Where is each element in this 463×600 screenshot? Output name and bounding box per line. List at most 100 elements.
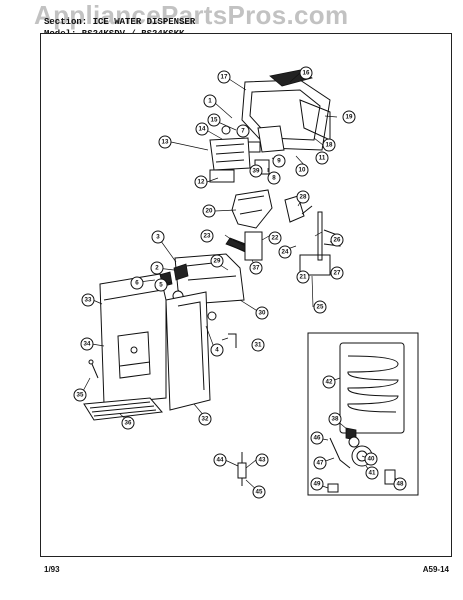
callout-39: 39: [249, 164, 263, 178]
callout-4: 4: [210, 343, 224, 357]
svg-text:31: 31: [255, 342, 262, 349]
svg-text:36: 36: [125, 420, 132, 427]
svg-text:47: 47: [317, 460, 324, 467]
svg-text:39: 39: [253, 168, 260, 175]
bracket-assembly-left: [209, 125, 251, 183]
svg-text:3: 3: [156, 234, 160, 241]
callout-43: 43: [255, 453, 269, 467]
callout-3: 3: [151, 230, 165, 244]
svg-text:28: 28: [300, 194, 307, 201]
callout-25: 25: [313, 300, 327, 314]
svg-text:15: 15: [211, 117, 218, 124]
door-actuator-parts: [225, 211, 341, 276]
svg-text:46: 46: [314, 435, 321, 442]
svg-text:49: 49: [314, 481, 321, 488]
svg-text:14: 14: [199, 126, 206, 133]
svg-text:22: 22: [272, 235, 279, 242]
callout-49: 49: [310, 477, 324, 491]
callout-23: 23: [200, 229, 214, 243]
callout-42: 42: [322, 375, 336, 389]
svg-text:38: 38: [332, 416, 339, 423]
svg-text:2: 2: [155, 265, 159, 272]
svg-text:34: 34: [84, 341, 91, 348]
dispenser-front-panel: [99, 273, 167, 405]
svg-text:27: 27: [334, 270, 341, 277]
screw-assembly-43-45: [237, 452, 247, 486]
chute-assembly: [231, 189, 313, 229]
svg-text:4: 4: [215, 347, 219, 354]
svg-text:40: 40: [368, 456, 375, 463]
callout-45: 45: [252, 485, 266, 499]
callout-37: 37: [249, 261, 263, 275]
callout-20: 20: [202, 204, 216, 218]
callout-19: 19: [342, 110, 356, 124]
callout-35: 35: [73, 388, 87, 402]
callout-34: 34: [80, 337, 94, 351]
callout-41: 41: [365, 466, 379, 480]
drip-tray: [83, 397, 163, 421]
callout-27: 27: [330, 266, 344, 280]
callout-16: 16: [299, 66, 313, 80]
svg-text:23: 23: [204, 233, 211, 240]
svg-text:6: 6: [135, 280, 139, 287]
callout-22: 22: [268, 231, 282, 245]
callout-26: 26: [330, 233, 344, 247]
svg-text:43: 43: [259, 457, 266, 464]
svg-text:9: 9: [277, 158, 281, 165]
callout-29: 29: [210, 254, 224, 268]
svg-text:26: 26: [334, 237, 341, 244]
callout-33: 33: [81, 293, 95, 307]
svg-text:16: 16: [303, 70, 310, 77]
svg-text:24: 24: [282, 249, 289, 256]
callout-38: 38: [328, 412, 342, 426]
callout-44: 44: [213, 453, 227, 467]
svg-text:21: 21: [300, 274, 307, 281]
callout-24: 24: [278, 245, 292, 259]
svg-text:12: 12: [198, 179, 205, 186]
revision-date: 1/93: [44, 565, 60, 574]
svg-text:13: 13: [162, 139, 169, 146]
svg-text:33: 33: [85, 297, 92, 304]
callout-21: 21: [296, 270, 310, 284]
callout-18: 18: [322, 138, 336, 152]
callout-9: 9: [272, 154, 286, 168]
callout-1: 1: [203, 94, 217, 108]
callout-7: 7: [236, 124, 250, 138]
callout-2: 2: [150, 261, 164, 275]
watermark: AppliancePartsPros.com: [34, 0, 349, 30]
svg-text:10: 10: [299, 167, 306, 174]
callout-40: 40: [364, 452, 378, 466]
callout-8: 8: [267, 171, 281, 185]
svg-text:30: 30: [259, 310, 266, 317]
svg-text:45: 45: [256, 489, 263, 496]
callout-12: 12: [194, 175, 208, 189]
svg-text:5: 5: [159, 282, 163, 289]
dispenser-housing: [165, 291, 211, 411]
callout-6: 6: [130, 276, 144, 290]
svg-text:18: 18: [326, 142, 333, 149]
callout-13: 13: [158, 135, 172, 149]
svg-text:42: 42: [326, 379, 333, 386]
callout-36: 36: [121, 416, 135, 430]
callout-46: 46: [310, 431, 324, 445]
svg-text:32: 32: [202, 416, 209, 423]
svg-text:25: 25: [317, 304, 324, 311]
callout-14: 14: [195, 122, 209, 136]
svg-text:19: 19: [346, 114, 353, 121]
page-code: A59-14: [422, 565, 449, 574]
callout-28: 28: [296, 190, 310, 204]
callout-5: 5: [154, 278, 168, 292]
callout-31: 31: [251, 338, 265, 352]
section-title: Section: ICE WATER DISPENSER: [44, 17, 196, 27]
callout-15: 15: [207, 113, 221, 127]
svg-text:20: 20: [206, 208, 213, 215]
svg-text:8: 8: [272, 175, 276, 182]
svg-text:1: 1: [208, 98, 212, 105]
callout-30: 30: [255, 306, 269, 320]
callout-47: 47: [313, 456, 327, 470]
svg-text:17: 17: [221, 74, 228, 81]
callout-10: 10: [295, 163, 309, 177]
water-valve-heater-inset: [307, 332, 419, 496]
callout-48: 48: [393, 477, 407, 491]
